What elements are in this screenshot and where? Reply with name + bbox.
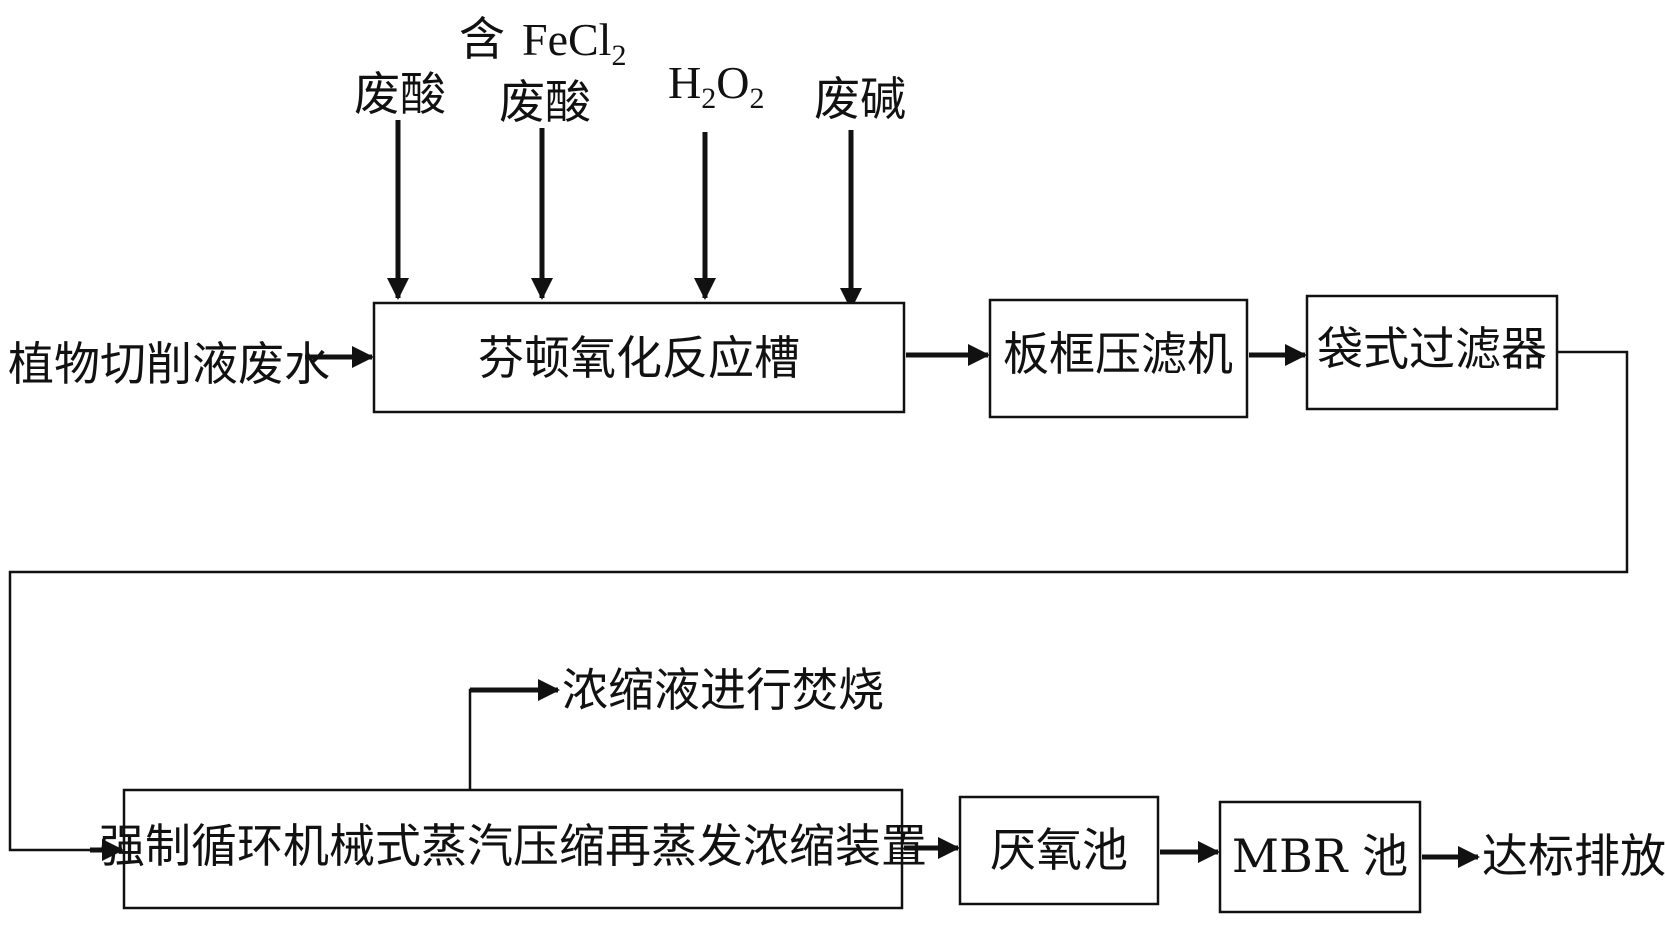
anaerobic-tank-label: 厌氧池 bbox=[990, 823, 1128, 877]
evaporator-label: 强制循环机械式蒸汽压缩再蒸发浓缩装置 bbox=[99, 819, 927, 873]
filter-press-box: 板框压滤机 bbox=[988, 298, 1249, 419]
discharge-label: 达标排放 bbox=[1482, 829, 1665, 883]
input-label-waste-acid-1: 废酸 bbox=[354, 67, 446, 121]
filter-press-label: 板框压滤机 bbox=[1003, 327, 1233, 381]
mbr-tank-box: MBR 池 bbox=[1218, 800, 1422, 914]
fecl2-formula: FeCl2 bbox=[522, 14, 626, 72]
connector-bag-to-evaporator bbox=[8, 350, 1629, 852]
connector-concentrate bbox=[468, 688, 550, 790]
concentrate-label: 浓缩液进行焚烧 bbox=[562, 663, 884, 717]
input-label-waste-alkali: 废碱 bbox=[814, 72, 906, 126]
input-label-fecl2: 含 FeCl2 废酸 bbox=[459, 12, 626, 129]
anaerobic-tank-box: 厌氧池 bbox=[958, 795, 1160, 906]
fenton-tank-label: 芬顿氧化反应槽 bbox=[478, 331, 800, 385]
input-label-h2o2: H2O2 bbox=[668, 57, 764, 115]
evaporator-box: 强制循环机械式蒸汽压缩再蒸发浓缩装置 bbox=[99, 788, 927, 910]
source-label: 植物切削液废水 bbox=[8, 337, 330, 391]
svg-text:废酸: 废酸 bbox=[499, 75, 591, 129]
mbr-tank-label: MBR 池 bbox=[1232, 829, 1408, 883]
fenton-tank-box: 芬顿氧化反应槽 bbox=[372, 301, 906, 414]
svg-text:含: 含 bbox=[459, 12, 505, 66]
bag-filter-box: 袋式过滤器 bbox=[1305, 294, 1559, 411]
bag-filter-label: 袋式过滤器 bbox=[1317, 322, 1547, 376]
